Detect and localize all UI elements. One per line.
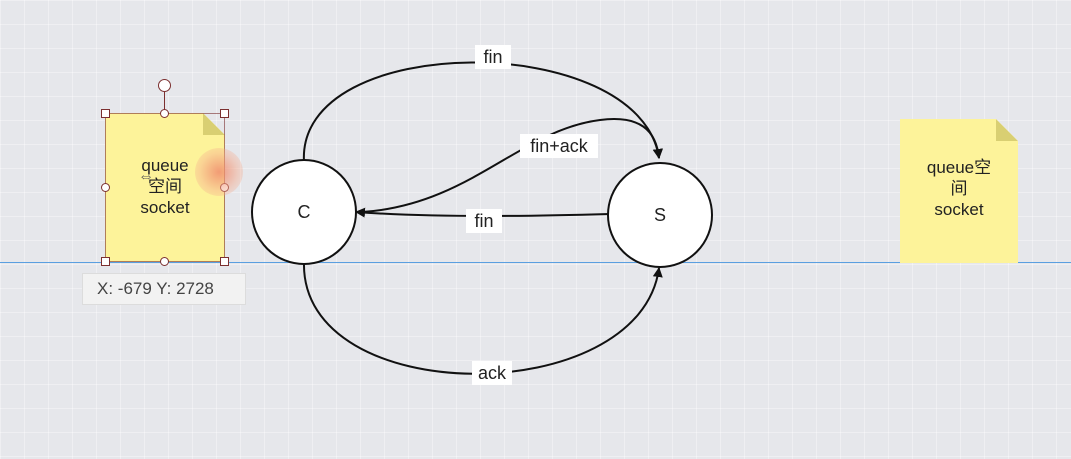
resize-handle-bottom[interactable] — [160, 257, 169, 266]
edge-bottom-ack[interactable] — [302, 261, 663, 375]
svg-text:fin+ack: fin+ack — [530, 136, 589, 156]
coordinate-tooltip: X: -679 Y: 2728 — [82, 273, 246, 305]
note-right[interactable]: queue空 间 socket — [900, 119, 1018, 263]
edge-label-middle[interactable]: fin — [466, 209, 502, 233]
resize-handle-bottom-right[interactable] — [220, 257, 229, 266]
note-left-line1: queue — [141, 156, 189, 175]
resize-handle-bottom-left[interactable] — [101, 257, 110, 266]
resize-handle-left[interactable] — [101, 183, 110, 192]
edge-top-fin[interactable] — [302, 61, 663, 163]
rotation-handle-stem — [164, 92, 165, 113]
cursor-highlight — [195, 148, 243, 196]
node-client[interactable]: C — [251, 159, 357, 265]
svg-text:S: S — [654, 205, 666, 225]
edge-label-bottom[interactable]: ack — [472, 361, 512, 385]
resize-handle-top-left[interactable] — [101, 109, 110, 118]
node-server[interactable]: S — [607, 162, 713, 268]
note-right-line3: socket — [934, 200, 984, 219]
svg-text:fin: fin — [474, 211, 493, 231]
edge-label-fin-ack[interactable]: fin+ack — [520, 134, 598, 158]
note-right-line1: queue空 — [926, 158, 992, 177]
svg-text:C: C — [298, 202, 311, 222]
note-left-line3: socket — [140, 198, 190, 217]
note-left-text: queue 空间 socket — [105, 155, 225, 218]
note-left-line2: 空间 — [148, 177, 182, 196]
alignment-guide-line — [0, 262, 1071, 263]
svg-text:fin: fin — [483, 47, 502, 67]
edge-label-top[interactable]: fin — [475, 45, 511, 69]
resize-handle-top-right[interactable] — [220, 109, 229, 118]
svg-text:ack: ack — [478, 363, 507, 383]
note-right-line2: 间 — [950, 179, 968, 198]
resize-handle-top[interactable] — [160, 109, 169, 118]
rotation-handle[interactable] — [158, 79, 171, 92]
note-left[interactable]: queue 空间 socket — [105, 113, 225, 262]
note-right-text: queue空 间 socket — [900, 157, 1018, 220]
edge-fin-ack[interactable] — [361, 118, 664, 213]
move-cursor-icon: ⇔ — [138, 168, 154, 185]
